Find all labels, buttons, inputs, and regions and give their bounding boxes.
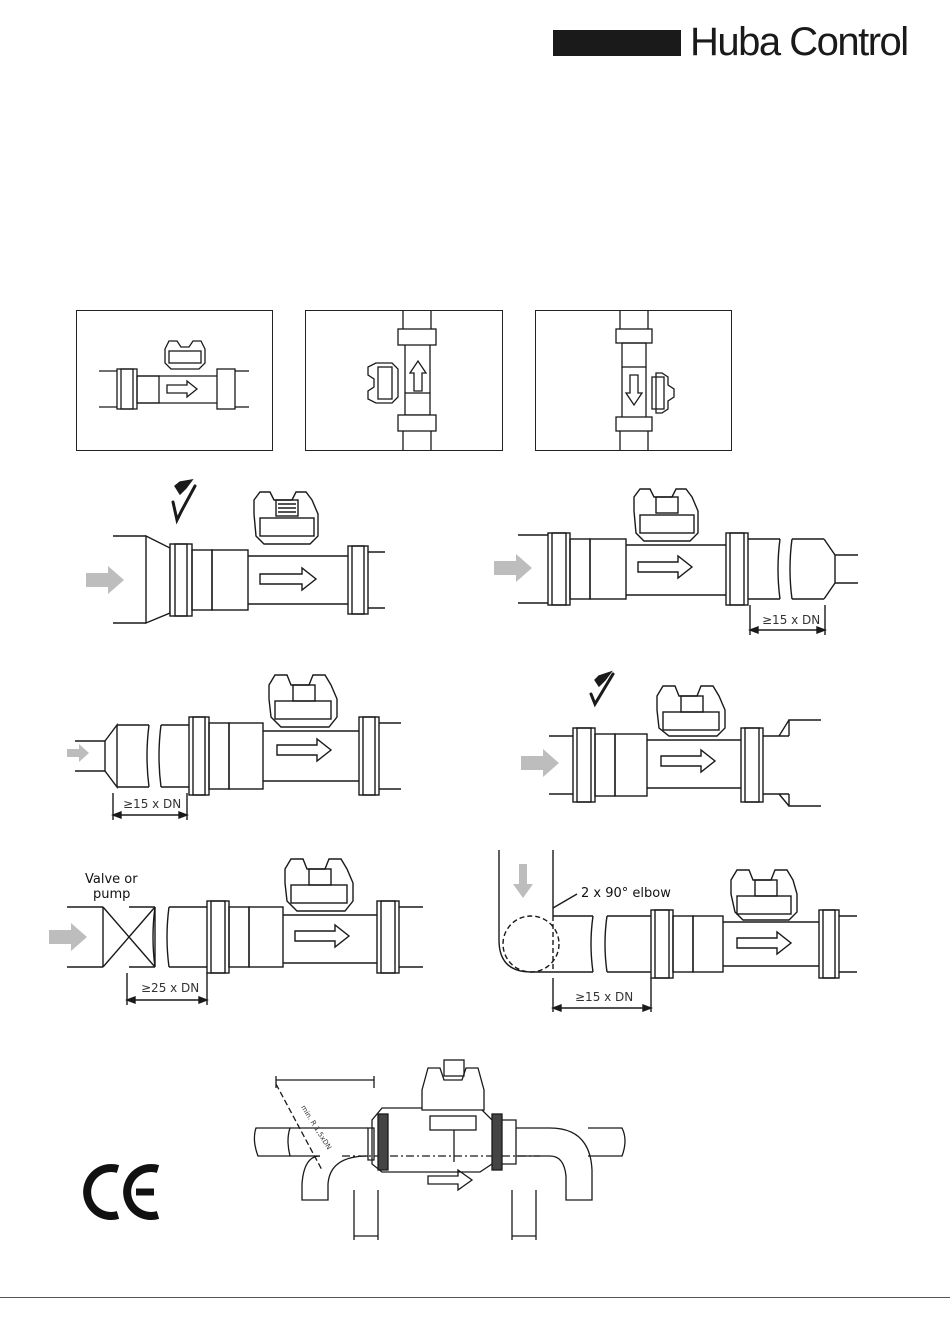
flow-arrow-icon xyxy=(494,554,532,582)
brand-logo-bar xyxy=(553,30,681,56)
vertical-upward-drawing xyxy=(306,311,502,450)
dimension-label: ≥15 x DN xyxy=(762,613,820,627)
brand-name: Huba Control xyxy=(690,20,908,64)
flow-arrow-icon xyxy=(49,923,87,951)
horizontal-mounting-drawing xyxy=(77,311,272,450)
valve-label-line1: Valve or xyxy=(85,872,138,887)
orientation-box-vertical-up xyxy=(305,310,503,451)
dimension-label: ≥15 x DN xyxy=(123,797,181,811)
valve-label-line2: pump xyxy=(93,887,130,902)
flow-arrow-icon xyxy=(521,749,559,777)
figure-expansion-upstream xyxy=(80,480,400,630)
ce-mark-icon xyxy=(88,1165,163,1220)
dimension-label: ≥25 x DN xyxy=(141,981,199,995)
elbow-label: 2 x 90° elbow xyxy=(581,886,671,901)
flow-arrow-down-icon xyxy=(513,864,533,898)
figure-reduction-upstream: ≥15 x DN xyxy=(65,665,410,825)
figure-reduction-downstream: ≥15 x DN xyxy=(490,485,860,635)
flow-arrow-icon xyxy=(86,566,124,594)
cross-section-drawing: min. R 1,5xDN xyxy=(250,1060,635,1245)
check-icon xyxy=(175,480,192,494)
flow-arrow-icon xyxy=(67,744,89,762)
dimension-label: ≥15 x DN xyxy=(575,990,633,1004)
orientation-box-vertical-down xyxy=(535,310,732,451)
vertical-downward-drawing xyxy=(536,311,731,450)
footer-rule xyxy=(0,1297,950,1298)
figure-expansion-downstream xyxy=(515,670,855,810)
orientation-box-horizontal xyxy=(76,310,273,451)
figure-double-elbow: 2 x 90° elbow ≥15 x DN xyxy=(495,850,865,1015)
figure-valve-or-pump: Valve or pump ≥25 x DN xyxy=(45,855,430,1010)
